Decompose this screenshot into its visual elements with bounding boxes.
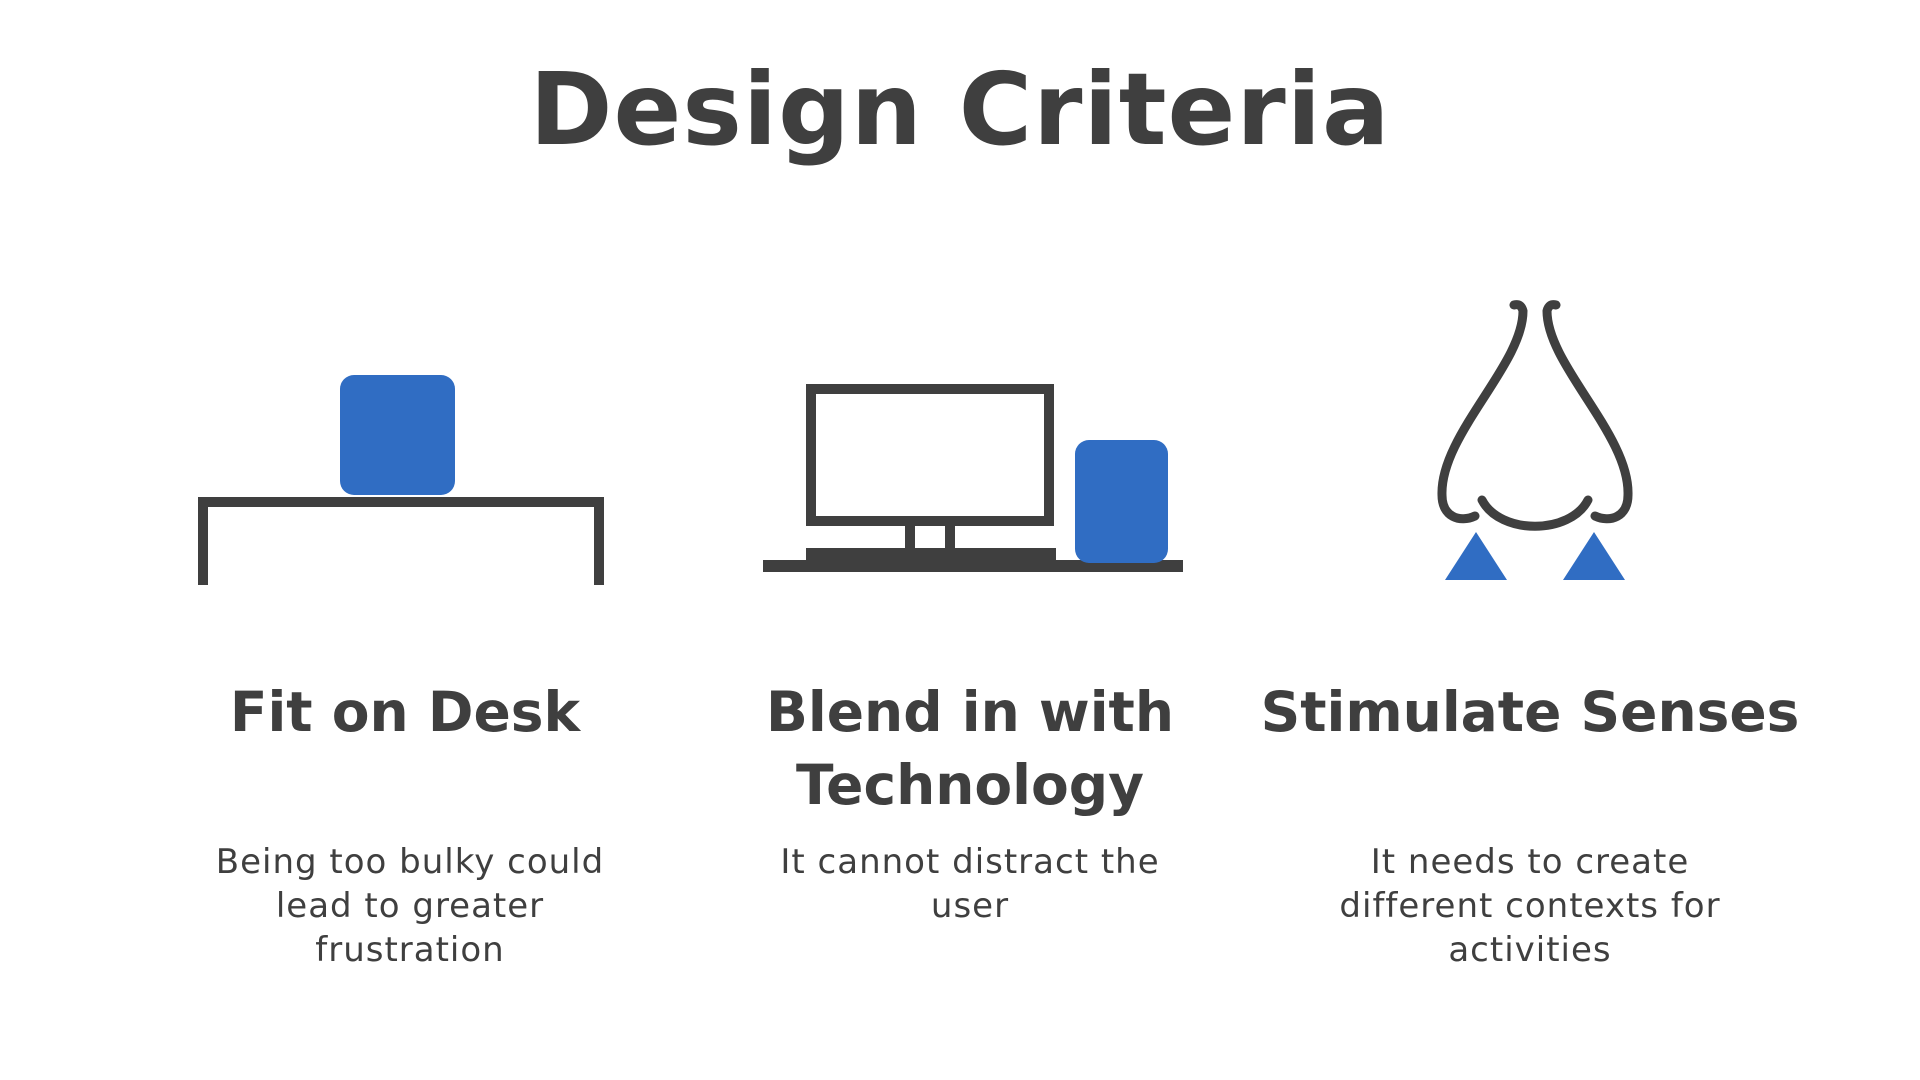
criteria-description-stimulate-senses: It needs to create different contexts fo… bbox=[1339, 842, 1721, 970]
criteria-title-fit-on-desk: Fit on Desk bbox=[229, 680, 581, 744]
criteria-title-stimulate-senses: Stimulate Senses bbox=[1260, 680, 1800, 744]
desk-with-box-icon bbox=[198, 375, 604, 585]
nose-with-scent-icon bbox=[1437, 300, 1633, 580]
criteria-description-blend-in-with-technology: It cannot distract the user bbox=[780, 842, 1160, 926]
monitor-with-device-icon bbox=[763, 384, 1183, 572]
slide-title: Design Criteria bbox=[529, 51, 1391, 168]
criteria-title-blend-in-with-technology: Blend in with Technology bbox=[765, 680, 1174, 817]
criteria-description-fit-on-desk: Being too bulky could lead to greater fr… bbox=[215, 842, 605, 970]
